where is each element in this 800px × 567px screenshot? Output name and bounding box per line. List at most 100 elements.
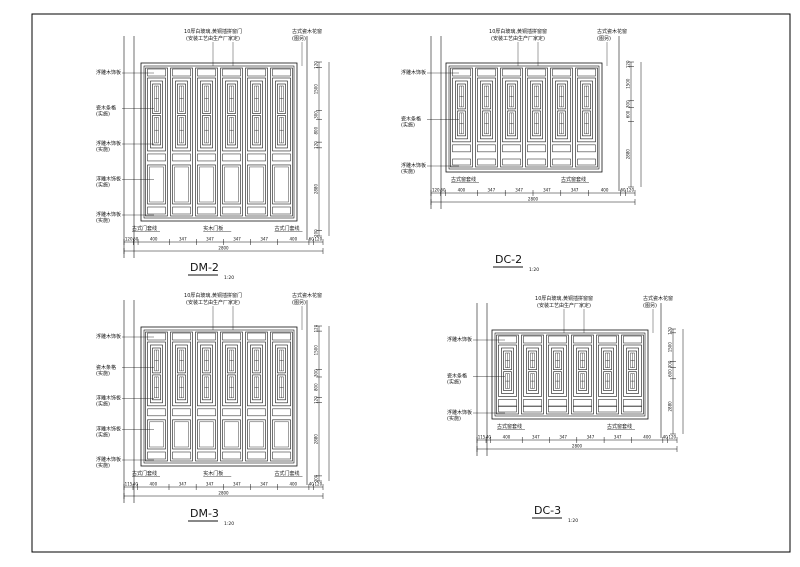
lower-panel	[247, 164, 266, 205]
callout-label: 浮雕木饰板	[96, 456, 121, 463]
lattice-inner	[150, 344, 163, 404]
mid-panel	[623, 399, 642, 407]
leaf-frame	[500, 67, 523, 168]
vertical-dimension-value: 600	[626, 110, 631, 118]
top-panel	[573, 335, 592, 344]
fret-pane	[482, 110, 491, 137]
lattice-inner	[601, 347, 614, 394]
callout-label: 浮雕木饰板	[96, 425, 121, 432]
leaf	[170, 67, 193, 217]
mid-panel	[577, 144, 596, 153]
lower-panel	[222, 164, 241, 205]
elevation-views: 10厚白玻璃,黄铜插拼窗门(安装工艺由生产厂家定)古式瓷木花窗(图另) 浮雕木饰板…	[96, 28, 684, 527]
lattice-frame	[577, 77, 596, 143]
mid-panel	[147, 153, 166, 162]
opening-inner	[494, 332, 646, 417]
bottom-callouts: 古式门套线实木门板古式门套线	[132, 225, 303, 232]
lower-panel-inner	[174, 421, 189, 448]
vertical-dimension-value: 1500	[314, 345, 319, 356]
callout-label: 浮雕木饰板	[401, 69, 426, 76]
leaf-frame	[550, 67, 573, 168]
dimension-value: 400	[643, 435, 651, 440]
opening-inner	[143, 329, 295, 464]
callout-label: 瓷木条格	[447, 373, 467, 380]
leaf	[550, 67, 573, 168]
total-dimension-value: 2800	[218, 491, 229, 496]
elevation-dm3: 10厚白玻璃,黄铜插拼窗门(安装工艺由生产厂家定)古式瓷木花窗(图另)浮雕木饰板…	[96, 292, 330, 527]
bottom-label: 实木门板	[203, 225, 223, 232]
view-title: DM-31:20	[188, 507, 234, 527]
top-panel	[247, 332, 266, 341]
mid-panel	[247, 408, 266, 417]
leaf-frame	[145, 67, 168, 217]
top-panel	[222, 68, 241, 77]
vertical-dimension-value: 800	[314, 126, 319, 134]
callout-label: 浮雕木饰板	[96, 395, 121, 402]
callout-label: (实施)	[447, 379, 461, 386]
opening-frame	[445, 62, 603, 173]
lattice-frame	[548, 344, 567, 397]
fret-pane	[582, 83, 591, 110]
fret-pane	[227, 374, 236, 401]
bottom-panel	[452, 158, 471, 166]
fret-pane	[277, 115, 286, 146]
lower-panel	[197, 164, 216, 205]
bottom-callouts: 古式窗套线古式窗套线	[497, 423, 635, 430]
dimension-value: 347	[233, 237, 241, 242]
bottom-panel	[247, 206, 266, 215]
fret-pane	[252, 347, 261, 374]
bottom-panel	[147, 206, 166, 215]
lattice-frame	[623, 344, 642, 397]
bottom-label: 古式窗套线	[451, 176, 476, 183]
view-title: DC-21:20	[493, 253, 539, 273]
leaf	[195, 67, 218, 217]
elevation-dc3: 10厚白玻璃,黄铜插拼窗窗(安装工艺由生产厂家定)古式瓷木花窗(图另) 浮雕木饰板…	[447, 295, 684, 524]
mid-panel	[222, 153, 241, 162]
lattice-inner	[225, 80, 238, 149]
vertical-dimension-value: 300	[314, 111, 319, 119]
top-notes: 10厚白玻璃,黄铜插拼窗门(安装工艺由生产厂家定)古式瓷木花窗(图另)	[184, 28, 322, 66]
callout-label: (实施)	[401, 122, 415, 129]
vertical-dimension-value: 120	[314, 396, 319, 404]
callout-label: 浮雕木饰板	[447, 409, 472, 416]
view-scale: 1:20	[224, 521, 234, 527]
lower-panel-inner	[199, 421, 214, 448]
vertical-dimension-value: 300	[314, 369, 319, 377]
top-panel	[147, 332, 166, 341]
leaf	[546, 334, 569, 415]
fret-pane	[482, 83, 491, 110]
dimension-value: 115	[478, 435, 486, 440]
fret-pane	[202, 374, 211, 401]
leaf	[170, 331, 193, 462]
fret-pane	[252, 83, 261, 114]
leaf	[270, 331, 293, 462]
leaf-frame	[245, 331, 268, 462]
top-panel	[598, 335, 617, 344]
leaf	[525, 67, 548, 168]
fret-pane	[582, 110, 591, 137]
fret-pane	[177, 347, 186, 374]
opening-inner	[143, 65, 295, 219]
fret-pane	[553, 350, 562, 371]
callout-label: (实施)	[96, 431, 110, 438]
lower-panel-inner	[149, 166, 164, 203]
fret-pane	[252, 115, 261, 146]
total-dimension-value: 2800	[218, 246, 229, 251]
lattice-frame	[147, 341, 166, 407]
top-notes: 10厚白玻璃,黄铜插拼窗窗(安装工艺由生产厂家定)古式瓷木花窗(图另)	[535, 295, 673, 333]
bottom-panel	[548, 405, 567, 413]
bottom-panel	[598, 405, 617, 413]
leaf	[621, 334, 644, 415]
leaf	[450, 67, 473, 168]
bottom-panel	[247, 451, 266, 460]
lattice-frame	[272, 341, 291, 407]
bottom-callouts: 古式门套线实木门板古式门套线	[132, 470, 303, 477]
dimension-value: 120	[314, 482, 322, 487]
dimension-value: 40	[486, 435, 492, 440]
callout-label: 浮雕木饰板	[447, 336, 472, 343]
bottom-panel	[523, 405, 542, 413]
